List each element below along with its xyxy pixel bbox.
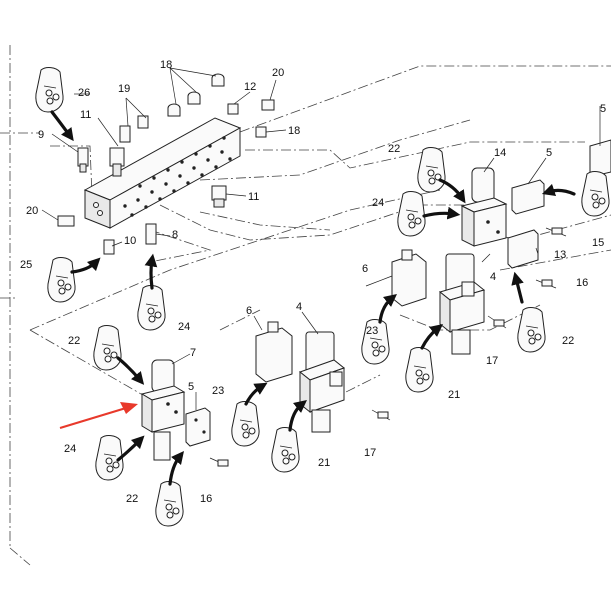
callout-24: 24: [178, 321, 190, 333]
callout-14: 14: [494, 147, 506, 159]
callout-22b: 22: [126, 493, 138, 505]
fittings: [57, 73, 275, 255]
callout-10: 10: [124, 235, 136, 247]
callout-20b: 20: [26, 205, 38, 217]
callout-23b: 23: [366, 325, 378, 337]
callout-5b: 5: [546, 147, 552, 159]
valve-7-assembly: [140, 359, 229, 467]
callout-21b: 21: [448, 389, 460, 401]
valve-4-left: [298, 331, 391, 433]
callout-11b: 11: [248, 191, 259, 203]
callout-24c: 24: [372, 197, 384, 209]
valve-4-right: [438, 253, 507, 355]
callout-6b: 6: [362, 263, 368, 275]
solenoid-6-right: [391, 249, 427, 307]
callout-6: 6: [246, 305, 252, 317]
callout-23: 23: [212, 385, 224, 397]
solenoid-6-left: [255, 321, 293, 383]
callout-18b: 18: [288, 125, 300, 137]
callout-5: 5: [188, 381, 194, 393]
valve-14-assembly: [460, 139, 611, 289]
callout-13: 13: [554, 249, 566, 261]
callout-22c: 22: [562, 335, 574, 347]
callout-22: 22: [68, 335, 80, 347]
callout-15: 15: [592, 237, 604, 249]
callout-11: 11: [80, 109, 91, 121]
callout-4b: 4: [490, 271, 496, 283]
frame-line-corner: [9, 547, 31, 566]
callout-12: 12: [244, 81, 256, 93]
callout-16b: 16: [576, 277, 588, 289]
callout-4: 4: [296, 301, 302, 313]
highlight-arrow: [59, 402, 138, 430]
callout-22d: 22: [388, 143, 400, 155]
callout-20: 20: [272, 67, 284, 79]
manifold-block: [83, 117, 242, 229]
callout-26: 26: [78, 87, 90, 99]
callout-8: 8: [172, 229, 178, 241]
routing-lines: [0, 65, 611, 401]
callout-21: 21: [318, 457, 330, 469]
callout-25: 25: [20, 259, 32, 271]
callout-9: 9: [38, 129, 44, 141]
leader-lines: [41, 67, 601, 410]
callout-18: 18: [160, 59, 172, 71]
callout-17b: 17: [486, 355, 498, 367]
callout-24b: 24: [64, 443, 76, 455]
callout-5c: 5: [600, 103, 606, 115]
flow-arrows: [50, 110, 576, 486]
callout-16: 16: [200, 493, 212, 505]
callout-17: 17: [364, 447, 376, 459]
callout-labels: 26 11 9 19 18 12 20 18 20 11 10 8 25 24 …: [20, 59, 606, 505]
callout-7: 7: [190, 347, 196, 359]
callout-19: 19: [118, 83, 130, 95]
